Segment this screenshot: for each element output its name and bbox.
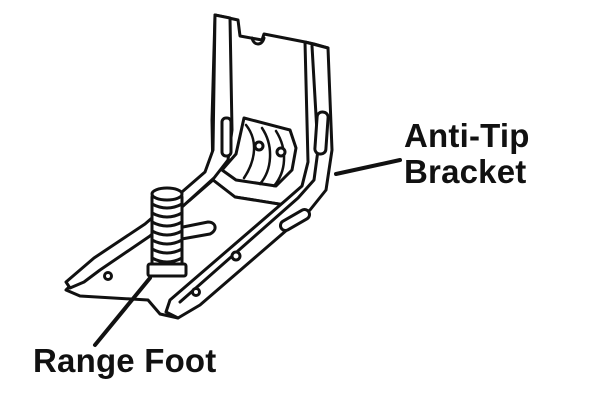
range-foot-label: Range Foot	[33, 342, 217, 379]
bracket-slot-side	[220, 116, 233, 158]
bracket-slot-upper	[313, 110, 330, 156]
bracket-notch	[250, 36, 266, 46]
bracket-hole	[103, 271, 113, 281]
bracket-slot-lower	[278, 208, 312, 232]
bracket-hole	[275, 146, 287, 158]
bracket-label-line1: Anti-Tip	[404, 117, 530, 154]
bracket-hole	[191, 287, 201, 297]
range-foot	[146, 186, 188, 278]
anti-tip-bracket-label: Anti-Tip Bracket	[404, 118, 530, 190]
foot-leader-line	[93, 276, 152, 347]
bracket-right-wall	[164, 40, 334, 320]
bracket-cutout	[174, 220, 217, 242]
bracket-leader-line	[334, 158, 402, 176]
bracket-hole	[253, 140, 265, 152]
bracket-label-line2: Bracket	[404, 153, 527, 190]
bracket-hole	[230, 250, 242, 262]
